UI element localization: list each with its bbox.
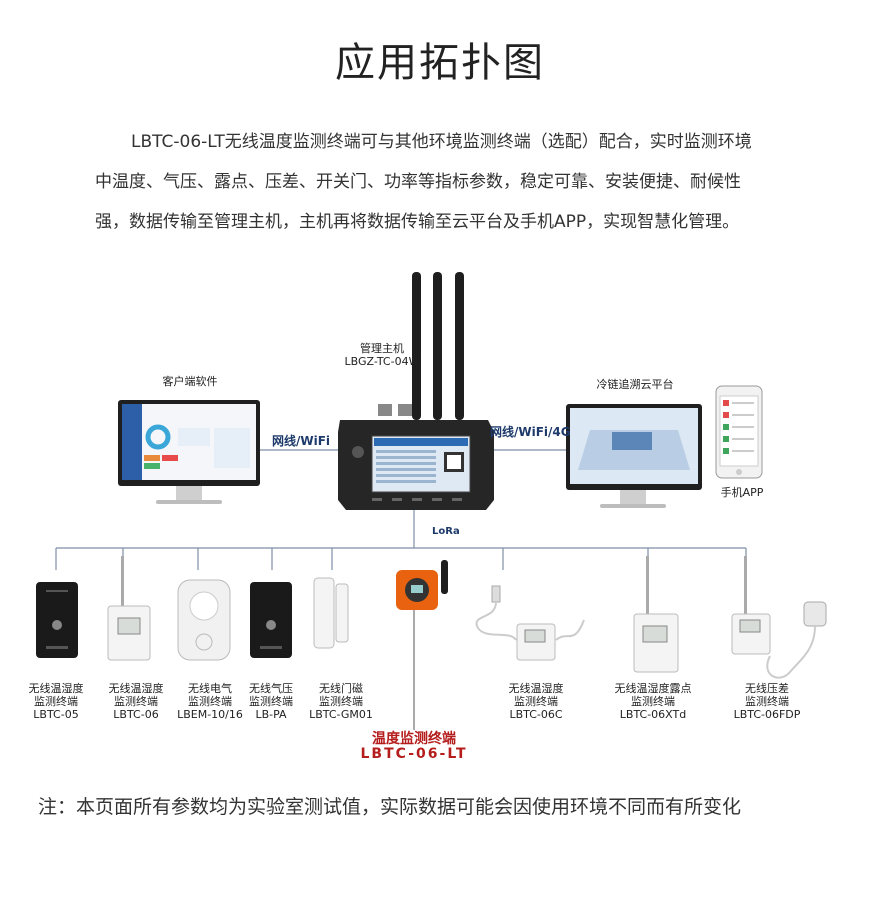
device-lbtc-06c xyxy=(475,585,585,661)
link-label-right: 网线/WiFi/4G xyxy=(490,425,571,439)
cloud-monitor xyxy=(566,404,702,508)
intro-paragraph: LBTC-06-LT无线温度监测终端可与其他环境监测终端（选配）配合，实时监测环… xyxy=(95,122,815,242)
cloud-label: 冷链追溯云平台 xyxy=(596,378,674,391)
device-label-line: 监测终端 xyxy=(319,695,363,708)
device-label-lbtc-06xtd: 无线温湿度露点 监测终端 LBTC-06XTd xyxy=(606,682,700,721)
device-label-line: 无线气压 xyxy=(249,682,293,695)
device-label-gm01: 无线门磁 监测终端 LBTC-GM01 xyxy=(301,682,381,721)
host-label: 管理主机 LBGZ-TC-04W xyxy=(330,342,434,368)
device-lbem-10-16 xyxy=(177,579,231,661)
device-label-line: 无线温湿度 xyxy=(508,682,564,695)
device-label-model: LBTC-06FDP xyxy=(733,708,801,721)
device-label-model: LBTC-06 xyxy=(113,708,159,721)
phone-icon xyxy=(715,385,763,479)
device-label-line: 监测终端 xyxy=(114,695,158,708)
device-label-lbtc-06fdp: 无线压差 监测终端 LBTC-06FDP xyxy=(722,682,812,721)
disclaimer-note: 注：本页面所有参数均为实验室测试值，实际数据可能会因使用环境不同而有所变化 xyxy=(38,796,742,818)
device-label-line: 监测终端 xyxy=(249,695,293,708)
topology-diagram xyxy=(36,272,827,730)
intro-line: 中温度、气压、露点、压差、开关门、功率等指标参数，稳定可靠、安装便捷、耐候性 xyxy=(95,172,741,192)
device-lbtc-05 xyxy=(36,582,78,658)
device-lbtc-06fdp xyxy=(731,556,827,679)
device-label-line: 无线电气 xyxy=(188,682,232,695)
device-label-lbtc-05: 无线温湿度 监测终端 LBTC-05 xyxy=(16,682,96,721)
intro-line: LBTC-06-LT无线温度监测终端可与其他环境监测终端（选配）配合，实时监测环… xyxy=(131,132,752,152)
device-lbtc-06xtd xyxy=(633,556,679,673)
device-label-line: 无线温湿度 xyxy=(28,682,84,695)
device-label-lbtc-06: 无线温湿度 监测终端 LBTC-06 xyxy=(96,682,176,721)
device-label-line: 监测终端 xyxy=(631,695,675,708)
device-label-line: 无线温湿度露点 xyxy=(614,682,692,695)
device-label-model: LB-PA xyxy=(255,708,287,721)
device-lbtc-06 xyxy=(107,556,151,661)
page-title: 应用拓扑图 xyxy=(335,40,545,86)
device-label-model: LBTC-GM01 xyxy=(309,708,373,721)
host-label-model: LBGZ-TC-04W xyxy=(344,355,420,368)
featured-device-name: 温度监测终端 xyxy=(372,731,456,747)
device-label-lbtc-06c: 无线温湿度 监测终端 LBTC-06C xyxy=(496,682,576,721)
device-label-line: 无线门磁 xyxy=(319,682,363,695)
device-label-model: LBEM-10/16 xyxy=(177,708,243,721)
device-label-line: 监测终端 xyxy=(514,695,558,708)
device-label-model: LBTC-06XTd xyxy=(619,708,687,721)
device-label-line: 无线温湿度 xyxy=(108,682,164,695)
management-host-device xyxy=(338,404,494,510)
device-lbtc-06-lt xyxy=(396,560,448,730)
antenna-icon xyxy=(412,272,464,420)
device-label-line: 无线压差 xyxy=(745,682,789,695)
device-label-lbem: 无线电气 监测终端 LBEM-10/16 xyxy=(170,682,250,721)
featured-device-model: LBTC-06-LT xyxy=(360,746,468,762)
intro-line: 强，数据传输至管理主机，主机再将数据传输至云平台及手机APP，实现智慧化管理。 xyxy=(95,212,740,232)
device-label-line: 监测终端 xyxy=(34,695,78,708)
device-label-model: LBTC-06C xyxy=(509,708,563,721)
client-monitor xyxy=(118,400,260,504)
client-label: 客户端软件 xyxy=(162,375,218,388)
device-label-line: 监测终端 xyxy=(745,695,789,708)
lora-label: LoRa xyxy=(432,526,460,537)
device-label-model: LBTC-05 xyxy=(33,708,79,721)
device-label-line: 监测终端 xyxy=(188,695,232,708)
device-lb-pa xyxy=(250,582,292,658)
device-lbtc-gm01 xyxy=(313,577,349,649)
host-label-name: 管理主机 xyxy=(360,342,404,355)
device-label-lb-pa: 无线气压 监测终端 LB-PA xyxy=(241,682,301,721)
app-label: 手机APP xyxy=(720,486,764,499)
link-label-left: 网线/WiFi xyxy=(272,434,331,448)
